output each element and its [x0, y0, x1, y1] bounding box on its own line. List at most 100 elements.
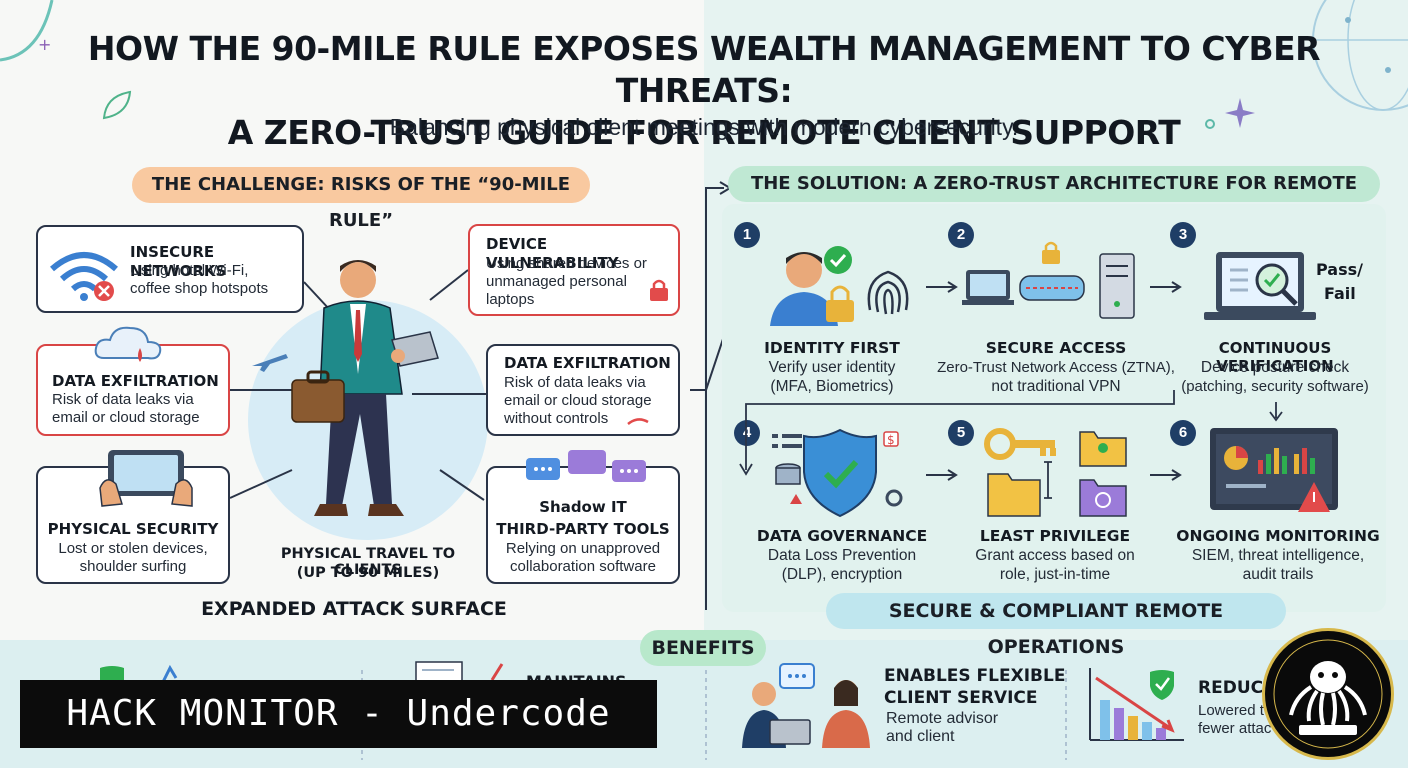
step-3-text: Device posture check: [1200, 359, 1350, 376]
data-exfiltration-card-right: DATA EXFILTRATION Risk of data leaks via…: [486, 344, 680, 436]
laptop-posture-check-icon: [1204, 252, 1316, 320]
step-6-text: audit trails: [1242, 566, 1314, 583]
card-title: DEVICE VULNERABILITY: [486, 235, 619, 272]
traveling-advisor-illustration: [291, 260, 439, 516]
advisor-client-icon: [742, 663, 870, 748]
step-6-title: ONGOING MONITORING: [1176, 527, 1380, 545]
step-3-text: (patching, security software): [1181, 378, 1369, 395]
title-line-1: HOW THE 90-MILE RULE EXPOSES WEALTH MANA…: [87, 29, 1321, 110]
step-4-text: Data Loss Prevention: [767, 547, 917, 564]
step-1-text: Verify user identity: [768, 359, 896, 376]
card-text: laptops: [486, 291, 535, 308]
step-number-4: 4: [734, 420, 760, 446]
step-5-text: Grant access based on: [975, 547, 1135, 564]
wifi-warning-icon: [50, 252, 118, 301]
travel-caption-line-1: PHYSICAL TRAVEL TO CLIENTS: [280, 546, 456, 578]
hack-monitor-watermark: HACK MONITOR - Undercode: [20, 680, 657, 748]
step-number-2: 2: [948, 222, 974, 248]
card-text: without controls: [504, 410, 609, 427]
monitoring-dashboard-icon: [1210, 428, 1338, 512]
card-text: email or cloud storage: [504, 392, 652, 409]
globe-icon: [1312, 0, 1408, 111]
airplane-icon: [252, 354, 288, 372]
card-text: email or cloud storage: [52, 409, 200, 426]
step-number-3: 3: [1170, 222, 1196, 248]
flex-title-line-1: ENABLES FLEXIBLE: [884, 666, 1066, 686]
step-5-text: role, just-in-time: [999, 566, 1111, 583]
shield-arrow-icon: [100, 664, 178, 685]
flex-title-line-2: CLIENT SERVICE: [884, 688, 1038, 708]
svg-text:+: +: [38, 35, 51, 54]
card-text: Lost or stolen devices,: [58, 540, 208, 557]
data-exfiltration-card-left: DATA EXFILTRATION Risk of data leaks via…: [36, 344, 230, 436]
step-4-title: DATA GOVERNANCE: [756, 527, 928, 545]
reduced-risk-chart-icon: [1089, 668, 1184, 741]
sparkle-icon: [1205, 98, 1255, 129]
page-subtitle: Balancing physical client meetings with …: [389, 114, 1019, 140]
leak-arrow-icon: [627, 418, 649, 426]
step-5-title: LEAST PRIVILEGE: [979, 527, 1131, 545]
document-pen-icon: [415, 661, 504, 684]
solution-heading: THE SOLUTION: A ZERO-TRUST ARCHITECTURE …: [728, 166, 1380, 230]
secure-tunnel-icon: [962, 241, 1135, 319]
card-title: INSECURE NETWORKS: [130, 243, 227, 280]
card-text: Using shared devices or: [486, 255, 647, 272]
flow-arrow-icon: [926, 281, 958, 293]
undercode-logo: [1262, 628, 1394, 760]
card-title: DATA EXFILTRATION: [52, 372, 219, 390]
step-3-title: CONTINUOUS VERIFICATION: [1216, 339, 1334, 375]
card-text: coffee shop hotspots: [130, 280, 269, 297]
card-text: Relying on unapproved: [505, 540, 661, 557]
padlock-icon: [650, 279, 668, 301]
step-2-title: SECURE ACCESS: [985, 339, 1127, 357]
device-vulnerability-card: DEVICE VULNERABILITY Using shared device…: [468, 224, 680, 316]
row-connector-arrow: [739, 390, 1283, 476]
reduce-title: REDUCE: [1198, 678, 1275, 698]
shield-data-icon: $: [772, 428, 903, 518]
step-2-text: not traditional VPN: [991, 378, 1121, 395]
step-1-title: IDENTITY FIRST: [764, 339, 900, 357]
step-2-text: Zero-Trust Network Access (ZTNA),: [937, 359, 1175, 376]
attack-surface-label: EXPANDED ATTACK SURFACE: [201, 598, 507, 620]
flex-text-line-2: and client: [886, 728, 955, 745]
cloud-leak-icon: [94, 326, 162, 362]
third-party-tools-card: Shadow IT THIRD-PARTY TOOLS Relying on u…: [486, 450, 680, 584]
step-6-text: SIEM, threat intelligence,: [1191, 547, 1365, 564]
corner-arc-decoration: +: [0, 0, 54, 62]
step-number-5: 5: [948, 420, 974, 446]
challenge-heading: THE CHALLENGE: RISKS OF THE “90-MILE RUL…: [132, 167, 590, 231]
physical-security-card: PHYSICAL SECURITY Lost or stolen devices…: [36, 450, 230, 584]
card-title: THIRD-PARTY TOOLS: [496, 520, 670, 538]
identity-fingerprint-icon: [770, 246, 909, 326]
chat-bubbles-icon: [526, 450, 646, 482]
pass-fail-label-1: Pass/: [1316, 260, 1363, 279]
flex-text-line-1: Remote advisor: [886, 710, 999, 727]
octopus-icon: [1273, 639, 1383, 749]
secure-operations-banner: SECURE & COMPLIANT REMOTE OPERATIONS: [826, 593, 1286, 658]
benefits-heading: BENEFITS: [640, 630, 766, 666]
step-1-text: (MFA, Biometrics): [770, 378, 894, 395]
step-number-1: 1: [734, 222, 760, 248]
card-text: Risk of data leaks via: [52, 391, 194, 408]
travel-caption-line-2: (UP TO 90 MILES): [296, 565, 440, 581]
insecure-networks-card: INSECURE NETWORKS Using hotel Wi-Fi, cof…: [36, 225, 304, 313]
leaf-icon: [102, 90, 132, 120]
card-title: PHYSICAL SECURITY: [47, 520, 219, 538]
shadow-it-label: Shadow IT: [539, 498, 627, 516]
card-text: Using hotel Wi-Fi,: [130, 262, 249, 279]
step-number-6: 6: [1170, 420, 1196, 446]
svg-text:$: $: [887, 433, 895, 447]
reduce-text-line-1: Lowered t: [1198, 702, 1264, 719]
card-text: Risk of data leaks via: [504, 374, 646, 391]
title-line-2: A ZERO-TRUST GUIDE FOR REMOTE CLIENT SUP…: [227, 113, 1181, 152]
flow-arrow-icon: [926, 469, 958, 481]
pass-fail-label-2: Fail: [1324, 284, 1356, 303]
card-title: DATA EXFILTRATION: [504, 354, 671, 372]
key-folders-icon: [984, 428, 1127, 517]
reduce-text-line-2: fewer attac: [1198, 720, 1272, 737]
step-4-text: (DLP), encryption: [781, 566, 903, 583]
challenge-connectors: [229, 269, 486, 501]
card-text: collaboration software: [510, 558, 656, 575]
flow-arrow-icon: [1150, 281, 1182, 293]
flow-arrow-icon: [1150, 469, 1182, 481]
